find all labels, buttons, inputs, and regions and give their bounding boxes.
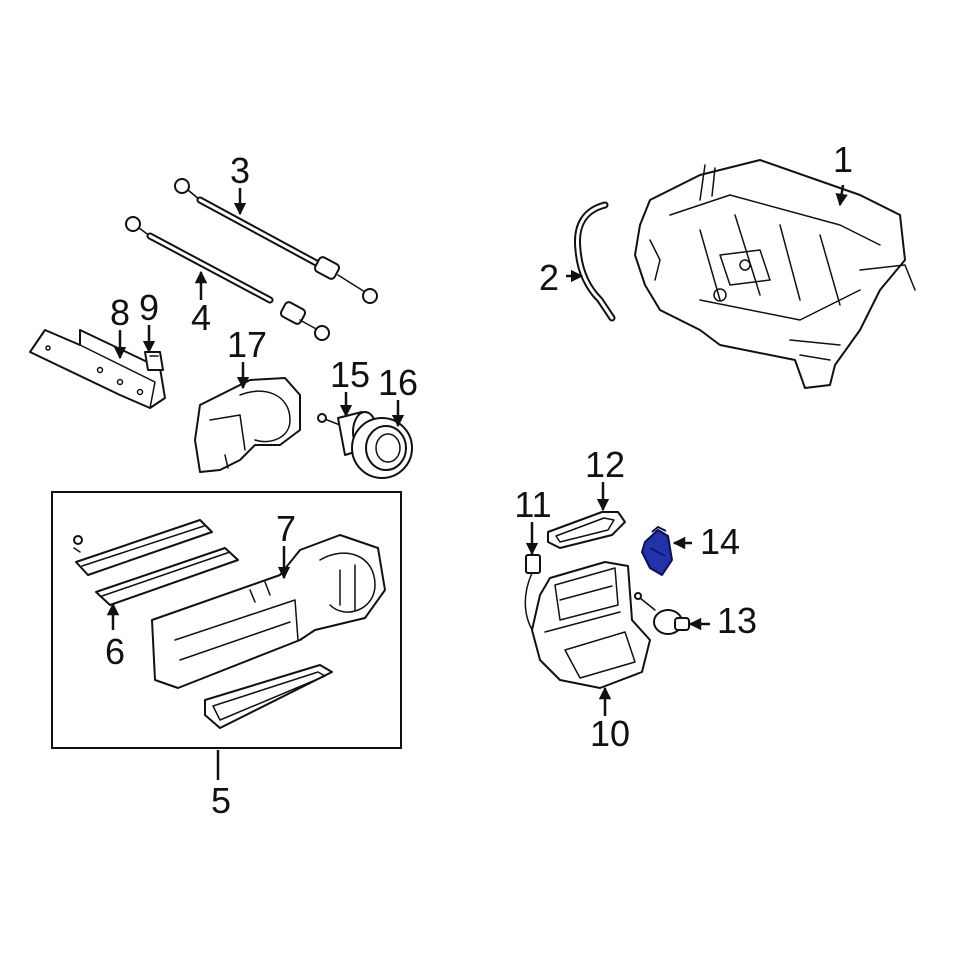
callout-9: 9 xyxy=(139,287,159,328)
seal-part-12[interactable] xyxy=(547,511,626,549)
leader-lines xyxy=(106,184,848,780)
actuator-part-13[interactable] xyxy=(634,592,690,635)
blower-assembly-box xyxy=(51,491,402,749)
heater-case-part-10[interactable] xyxy=(531,561,651,689)
callout-4: 4 xyxy=(191,297,211,338)
control-cable-part-4[interactable] xyxy=(125,216,330,341)
air-filter-part-6[interactable] xyxy=(73,519,239,606)
callout-2: 2 xyxy=(539,257,559,298)
callout-17: 17 xyxy=(227,324,267,365)
blower-wheel-part-16[interactable] xyxy=(351,417,413,479)
sensor-part-14[interactable] xyxy=(641,525,673,576)
callout-8: 8 xyxy=(110,292,130,333)
callout-12: 12 xyxy=(585,444,625,485)
bracket-part-8[interactable] xyxy=(29,329,166,409)
blower-housing-part-17[interactable] xyxy=(194,377,301,473)
blower-case-part-7[interactable] xyxy=(151,534,386,689)
callout-16: 16 xyxy=(378,362,418,403)
control-cable-part-3[interactable] xyxy=(174,178,378,304)
callout-6: 6 xyxy=(105,631,125,672)
callout-10: 10 xyxy=(590,713,630,754)
callout-14: 14 xyxy=(700,521,740,562)
drain-tube-part-2[interactable] xyxy=(573,201,616,322)
clip-part-9[interactable] xyxy=(144,351,164,371)
callout-1: 1 xyxy=(833,139,853,180)
hvac-case-part-1[interactable] xyxy=(634,159,916,389)
callout-3: 3 xyxy=(230,150,250,191)
callout-11: 11 xyxy=(514,484,551,525)
callout-15: 15 xyxy=(330,354,370,395)
callout-13: 13 xyxy=(717,600,757,641)
gasket-part[interactable] xyxy=(204,664,333,729)
callout-5: 5 xyxy=(211,780,231,821)
callout-7: 7 xyxy=(276,508,296,549)
